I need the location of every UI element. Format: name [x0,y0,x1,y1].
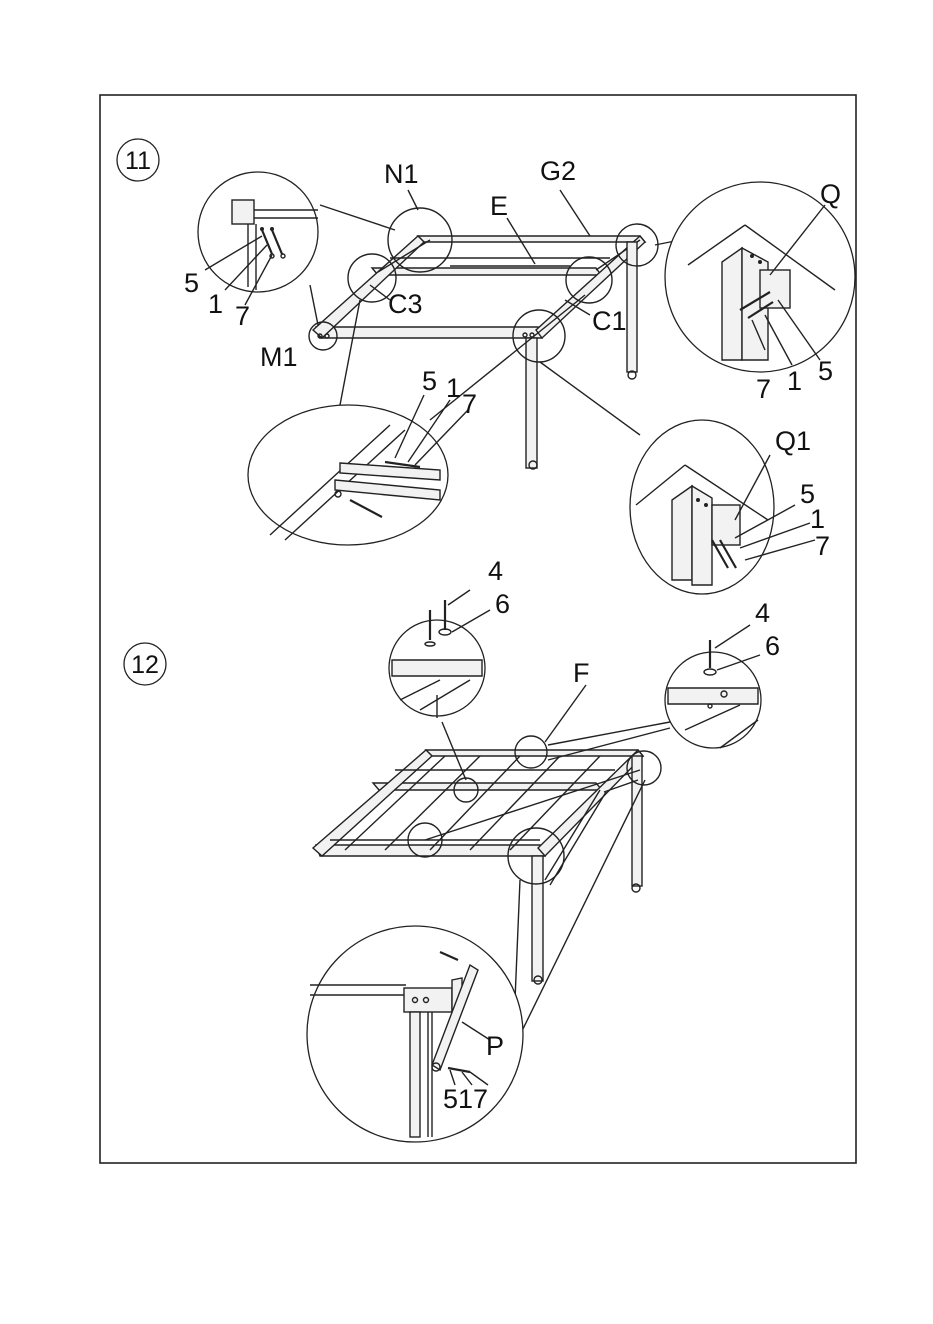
callout-top-right [665,182,855,372]
label-e: E [490,191,508,221]
label-g2: G2 [540,156,576,186]
label-c1: C1 [592,306,627,336]
label-q: Q [820,179,841,209]
label-5-bl: 5 [422,366,437,396]
label-1-tr: 1 [787,366,802,396]
label-1-tl: 1 [208,289,223,319]
label-f: F [573,658,590,688]
label-n1: N1 [384,159,419,189]
label-1-br: 1 [810,504,825,534]
label-6-right: 6 [765,631,780,661]
label-7-bl: 7 [462,389,477,419]
label-4-right: 4 [755,598,770,628]
label-q1: Q1 [775,426,811,456]
callout-top-left [198,172,318,305]
step-number-12: 12 [131,651,159,679]
label-517: 517 [443,1084,488,1114]
step-number-11: 11 [125,147,151,175]
label-c3: C3 [388,289,423,319]
label-m1: M1 [260,342,298,372]
label-1-bl: 1 [446,373,461,403]
step-12: 12 [124,556,780,1142]
callout-top-right-12 [665,625,761,748]
label-5-tr: 5 [818,356,833,386]
label-4-left: 4 [488,556,503,586]
label-7-tr: 7 [756,374,771,404]
label-7-br: 7 [815,531,830,561]
label-6-left: 6 [495,589,510,619]
label-7-tl: 7 [235,301,250,331]
step-11: 11 [117,139,855,594]
callout-bottom-left [248,395,468,545]
callout-top-left-12 [389,590,490,718]
label-p: P [486,1031,504,1061]
label-5-tl: 5 [184,268,199,298]
